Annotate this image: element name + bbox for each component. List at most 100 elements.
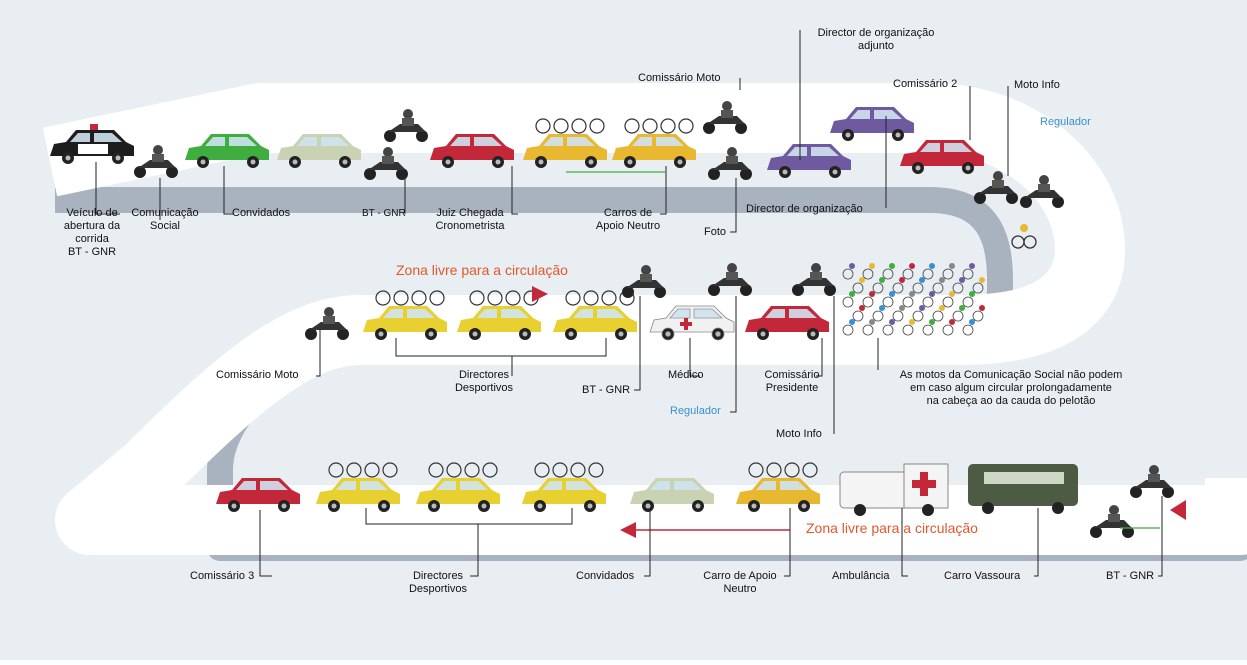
peloton-rider — [939, 277, 945, 283]
peloton-rider — [869, 291, 875, 297]
peloton-rider — [899, 277, 905, 283]
label-comissario-moto-mid: Comissário Moto — [216, 369, 299, 381]
peloton-rider — [909, 291, 915, 297]
peloton-wheel — [862, 324, 874, 336]
zone-arrow-bot-head — [620, 522, 636, 538]
peloton-rider — [929, 263, 935, 269]
peloton-wheel — [902, 296, 914, 308]
peloton-rider — [869, 319, 875, 325]
peloton-rider — [949, 263, 955, 269]
car-medico — [649, 305, 735, 341]
peloton-rider — [889, 263, 895, 269]
ambulance — [839, 463, 949, 516]
label-director-organizacao: Director de organização — [746, 203, 863, 215]
peloton-wheel — [942, 296, 954, 308]
peloton-rider — [959, 305, 965, 311]
peloton-wheel — [882, 296, 894, 308]
peloton-rider — [939, 305, 945, 311]
peloton-wheel — [952, 282, 964, 294]
peloton-rider — [899, 305, 905, 311]
label-medico: Médico — [668, 369, 704, 381]
label-zona-livre-mid: Zona livre para a circulação — [396, 262, 568, 278]
peloton-wheel — [852, 282, 864, 294]
label-bt-gnr-bot: BT - GNR — [1106, 570, 1155, 582]
van-vassoura — [968, 464, 1078, 514]
peloton-wheel — [962, 296, 974, 308]
peloton — [842, 263, 985, 336]
label-bt-gnr-top: BT - GNR — [362, 208, 406, 219]
peloton-rider — [909, 319, 915, 325]
label-moto-info-top: Moto Info — [1014, 79, 1060, 91]
peloton-rider — [889, 291, 895, 297]
peloton-wheel — [942, 324, 954, 336]
label-comissario-2: Comissário 2 — [893, 78, 958, 90]
peloton-rider — [849, 319, 855, 325]
peloton-wheel — [892, 282, 904, 294]
peloton-rider — [979, 277, 985, 283]
direction-arrow-red — [1170, 500, 1186, 520]
label-ambulancia: Ambulância — [832, 570, 890, 582]
peloton-rider — [909, 263, 915, 269]
peloton-rider — [969, 263, 975, 269]
peloton-wheel — [842, 268, 854, 280]
peloton-rider — [969, 291, 975, 297]
peloton-wheel — [932, 282, 944, 294]
peloton-wheel — [882, 324, 894, 336]
peloton-wheel — [902, 268, 914, 280]
label-regulador-mid: Regulador — [670, 405, 721, 417]
peloton-wheel — [842, 324, 854, 336]
peloton-rider — [879, 305, 885, 311]
label-note-motos: As motos da Comunicação Social não podem… — [899, 369, 1123, 407]
peloton-wheel — [932, 310, 944, 322]
label-comissario-3: Comissário 3 — [190, 570, 255, 582]
peloton-rider — [979, 305, 985, 311]
peloton-wheel — [922, 296, 934, 308]
peloton-wheel — [912, 282, 924, 294]
peloton-wheel — [912, 310, 924, 322]
peloton-wheel — [962, 268, 974, 280]
peloton-wheel — [872, 282, 884, 294]
label-zona-livre-bot: Zona livre para a circulação — [806, 520, 978, 536]
peloton-rider — [849, 263, 855, 269]
peloton-wheel — [962, 324, 974, 336]
road — [42, 83, 1247, 555]
leader-lines — [95, 30, 1163, 577]
peloton-rider — [919, 277, 925, 283]
peloton-wheel — [892, 310, 904, 322]
zone-arrow-mid — [532, 286, 548, 302]
peloton-rider — [849, 291, 855, 297]
label-bt-gnr-mid: BT - GNR — [582, 384, 631, 396]
label-regulador-top: Regulador — [1040, 116, 1091, 128]
peloton-rider — [949, 291, 955, 297]
peloton-wheel — [922, 324, 934, 336]
peloton-wheel — [972, 282, 984, 294]
peloton-rider — [859, 277, 865, 283]
peloton-wheel — [872, 310, 884, 322]
police-car-opening — [50, 124, 134, 164]
peloton-wheel — [952, 310, 964, 322]
peloton-rider — [969, 319, 975, 325]
label-foto: Foto — [704, 226, 727, 238]
label-comissario-moto-top: Comissário Moto — [638, 72, 721, 84]
peloton-wheel — [852, 310, 864, 322]
peloton-rider — [889, 319, 895, 325]
peloton-rider — [959, 277, 965, 283]
peloton-rider — [879, 277, 885, 283]
peloton-wheel — [842, 296, 854, 308]
peloton-rider — [949, 319, 955, 325]
peloton-wheel — [862, 296, 874, 308]
label-convidados-top: Convidados — [232, 207, 291, 219]
label-convidados-bot: Convidados — [576, 570, 635, 582]
peloton-wheel — [942, 268, 954, 280]
peloton-rider — [859, 305, 865, 311]
